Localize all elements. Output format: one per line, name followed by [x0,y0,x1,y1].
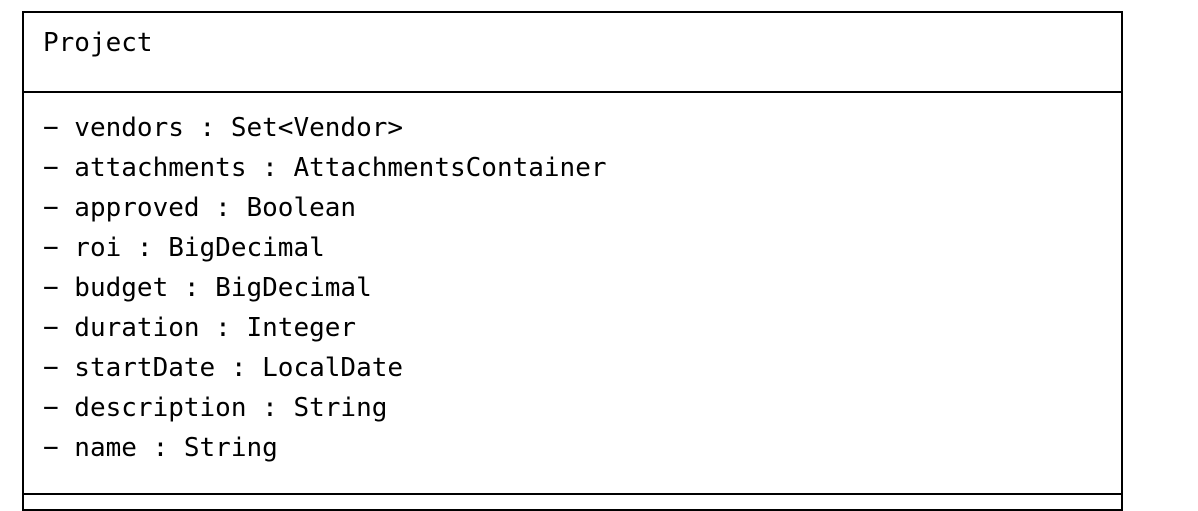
attribute-attachments: − attachments : AttachmentsContainer [43,153,607,183]
attribute-budget: − budget : BigDecimal [43,273,372,303]
attribute-list: − vendors : Set<Vendor> − attachments : … [43,108,607,468]
attribute-start-date: − startDate : LocalDate [43,353,404,383]
attribute-description: − description : String [43,393,388,423]
class-name: Project [43,28,153,58]
attribute-name: − name : String [43,433,278,463]
attribute-roi: − roi : BigDecimal [43,233,325,263]
class-header: Project [24,13,1121,93]
attributes-compartment: − vendors : Set<Vendor> − attachments : … [24,93,1121,495]
attribute-approved: − approved : Boolean [43,193,357,223]
attribute-vendors: − vendors : Set<Vendor> [43,113,404,143]
attribute-duration: − duration : Integer [43,313,357,343]
uml-class-box: Project − vendors : Set<Vendor> − attach… [22,11,1123,511]
